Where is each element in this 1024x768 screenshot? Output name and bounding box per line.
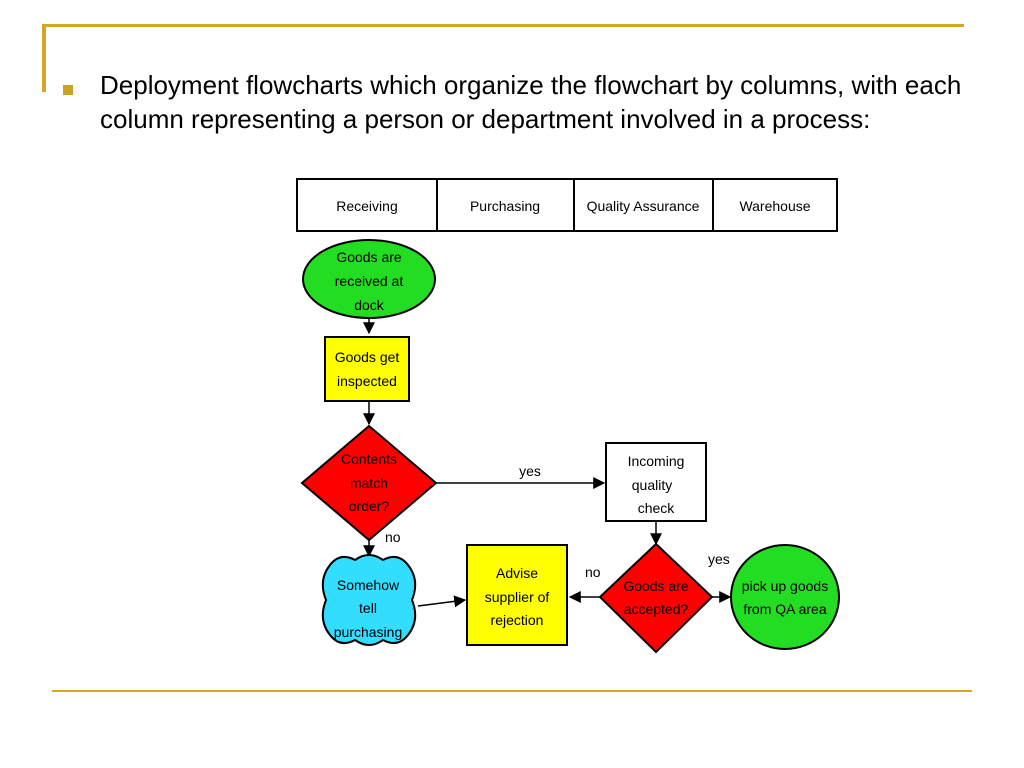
svg-text:Goods are: Goods are <box>336 249 402 265</box>
svg-text:from QA area: from QA area <box>743 601 826 617</box>
svg-text:Somehow: Somehow <box>337 577 400 593</box>
svg-text:pick up goods: pick up goods <box>742 578 828 594</box>
node-pickup-goods: pick up goods from QA area <box>730 544 840 650</box>
svg-text:Goods are: Goods are <box>623 578 689 594</box>
node-contents-match: Contents match order? <box>300 424 438 542</box>
node-goods-received: Goods are received at dock <box>302 239 436 319</box>
svg-text:received at: received at <box>335 273 404 289</box>
svg-text:Contents: Contents <box>341 451 397 467</box>
svg-text:order?: order? <box>349 498 390 514</box>
svg-text:quality: quality <box>632 477 672 493</box>
node-advise-supplier: Advise supplier of rejection <box>466 544 568 646</box>
svg-text:Incoming: Incoming <box>628 453 685 469</box>
svg-text:dock: dock <box>354 297 385 313</box>
svg-text:rejection: rejection <box>491 612 544 628</box>
column-label-quality-assurance: Quality Assurance <box>587 198 700 214</box>
edge-label-no-tell: no <box>385 529 401 545</box>
svg-text:check: check <box>638 500 676 516</box>
svg-text:accepted?: accepted? <box>624 601 689 617</box>
svg-text:Goods get: Goods get <box>335 349 400 365</box>
node-incoming-quality-check: Incoming quality check <box>605 442 707 522</box>
slide-left-rule <box>42 24 46 92</box>
bullet-text: Deployment flowcharts which organize the… <box>100 70 962 134</box>
node-tell-purchasing: Somehow tell purchasing <box>321 554 417 646</box>
node-goods-accepted: Goods are accepted? <box>598 542 714 654</box>
column-label-receiving: Receiving <box>336 198 397 214</box>
svg-text:supplier of: supplier of <box>485 589 550 605</box>
svg-text:match: match <box>350 475 388 491</box>
connectors <box>363 318 732 608</box>
slide-bottom-rule <box>52 690 972 692</box>
arrow-tell-to-advise <box>417 595 467 608</box>
svg-text:Advise: Advise <box>496 565 538 581</box>
svg-text:tell: tell <box>359 600 377 616</box>
node-goods-inspected: Goods get inspected <box>324 336 410 402</box>
column-label-warehouse: Warehouse <box>739 198 810 214</box>
edge-label-no-advise: no <box>585 564 601 580</box>
column-header: Receiving Purchasing Quality Assurance W… <box>296 178 838 232</box>
svg-text:purchasing: purchasing <box>334 624 403 640</box>
svg-text:inspected: inspected <box>337 373 397 389</box>
slide-top-rule <box>42 24 964 27</box>
edge-label-yes-pickup: yes <box>708 551 730 567</box>
column-label-purchasing: Purchasing <box>470 198 540 214</box>
bullet-marker <box>63 85 73 95</box>
edge-label-yes-qa: yes <box>519 463 541 479</box>
